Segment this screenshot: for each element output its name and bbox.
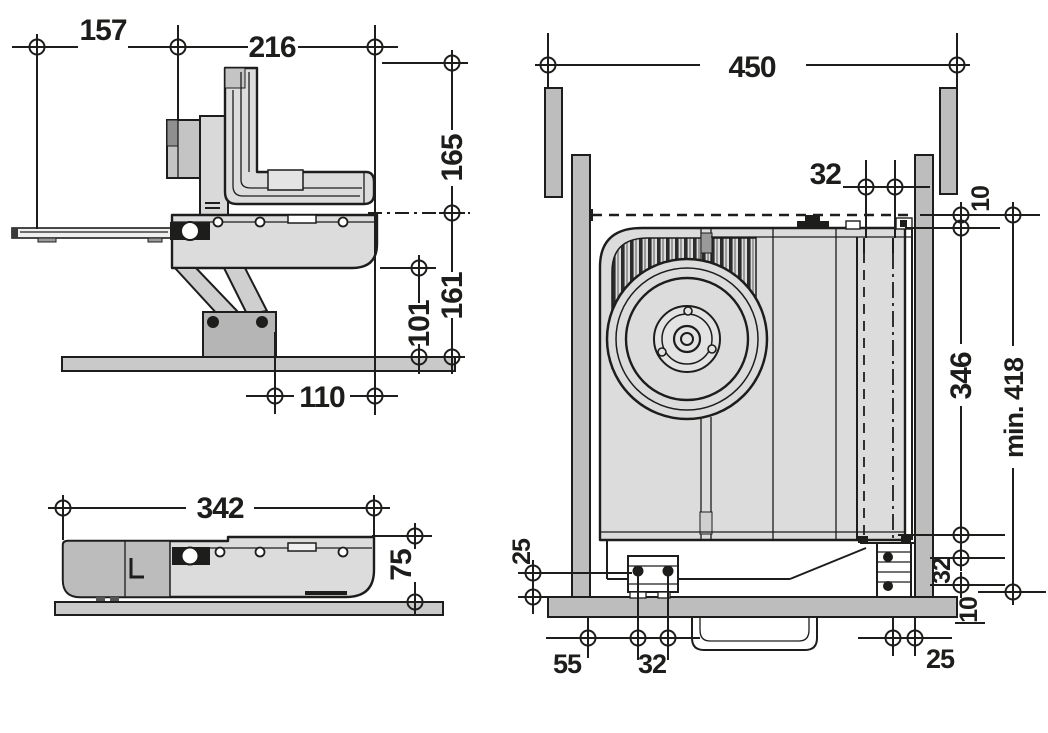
dim-label-25-bottom: 25 bbox=[926, 644, 955, 674]
dim-label-110: 110 bbox=[299, 381, 345, 414]
top-knob bbox=[797, 221, 829, 228]
handle-outer bbox=[691, 618, 818, 651]
dim-110: 110 bbox=[246, 332, 398, 414]
dim-101: 101 bbox=[380, 254, 436, 374]
view-side-folded: 342 75 bbox=[48, 492, 444, 616]
dim-label-161: 161 bbox=[436, 272, 469, 319]
support-column bbox=[166, 115, 249, 216]
dim-label-216: 216 bbox=[248, 31, 295, 64]
lift-legs bbox=[172, 267, 277, 358]
folded-table bbox=[223, 66, 376, 206]
dim-161: 161 bbox=[436, 213, 469, 374]
dim-label-157: 157 bbox=[79, 14, 126, 47]
dim-216: 216 bbox=[248, 25, 398, 415]
dim-label-10-top: 10 bbox=[967, 186, 995, 212]
floor-line bbox=[61, 356, 456, 372]
dim-min-418: min. 418 bbox=[978, 215, 1046, 606]
dim-450: 450 bbox=[534, 33, 971, 88]
dim-157: 157 bbox=[12, 14, 248, 229]
dim-label-min418: min. 418 bbox=[999, 357, 1029, 458]
appliance-front bbox=[598, 215, 913, 542]
dim-label-101: 101 bbox=[403, 300, 436, 347]
hanging-rail-left bbox=[544, 87, 563, 198]
drawer-rail bbox=[11, 227, 173, 243]
dim-10-top: 10 bbox=[905, 186, 1040, 242]
hanging-rail-right bbox=[939, 87, 958, 195]
dim-label-450: 450 bbox=[728, 51, 775, 84]
base-plate bbox=[547, 596, 958, 618]
dim-25-bottom: 25 bbox=[858, 618, 956, 674]
dim-10-bottom: 10 bbox=[955, 597, 985, 624]
carriage-body bbox=[170, 213, 379, 270]
dim-label-25-left: 25 bbox=[508, 538, 536, 565]
dim-label-342: 342 bbox=[196, 492, 243, 525]
dim-32-right: 32 bbox=[928, 544, 1005, 599]
dim-label-10-bottom: 10 bbox=[955, 597, 983, 623]
mount-tab bbox=[845, 220, 861, 230]
mounting-frame bbox=[606, 535, 915, 599]
dim-label-32-bottom: 32 bbox=[638, 649, 666, 679]
dim-55-32-bottom: 55 32 bbox=[546, 576, 700, 679]
dim-label-346: 346 bbox=[945, 352, 978, 399]
dim-label-32-right: 32 bbox=[928, 558, 956, 584]
dim-25-left: 25 bbox=[508, 538, 632, 614]
dim-label-75: 75 bbox=[385, 549, 418, 581]
blade-housing bbox=[605, 257, 769, 421]
cabinet bbox=[544, 87, 958, 651]
dim-75: 75 bbox=[372, 522, 432, 616]
dim-165: 165 bbox=[382, 49, 469, 227]
center-channel bbox=[699, 228, 713, 540]
folded-body bbox=[61, 535, 376, 601]
view-side-open: 157 216 165 161 bbox=[11, 14, 470, 415]
foot-bracket-right bbox=[876, 542, 912, 598]
dim-32-top: 32 bbox=[810, 158, 930, 238]
cabinet-wall-left bbox=[571, 154, 591, 598]
handle-inner bbox=[699, 618, 810, 642]
dim-346: 346 bbox=[898, 234, 1005, 549]
cabinet-wall-right bbox=[914, 154, 934, 598]
dim-label-32-top: 32 bbox=[810, 158, 842, 191]
dim-label-165: 165 bbox=[436, 134, 469, 181]
dim-label-55: 55 bbox=[553, 649, 582, 679]
dim-342: 342 bbox=[48, 492, 390, 540]
floor-line-folded bbox=[54, 601, 444, 616]
view-front-installed: 450 32 10 346 bbox=[508, 33, 1046, 679]
